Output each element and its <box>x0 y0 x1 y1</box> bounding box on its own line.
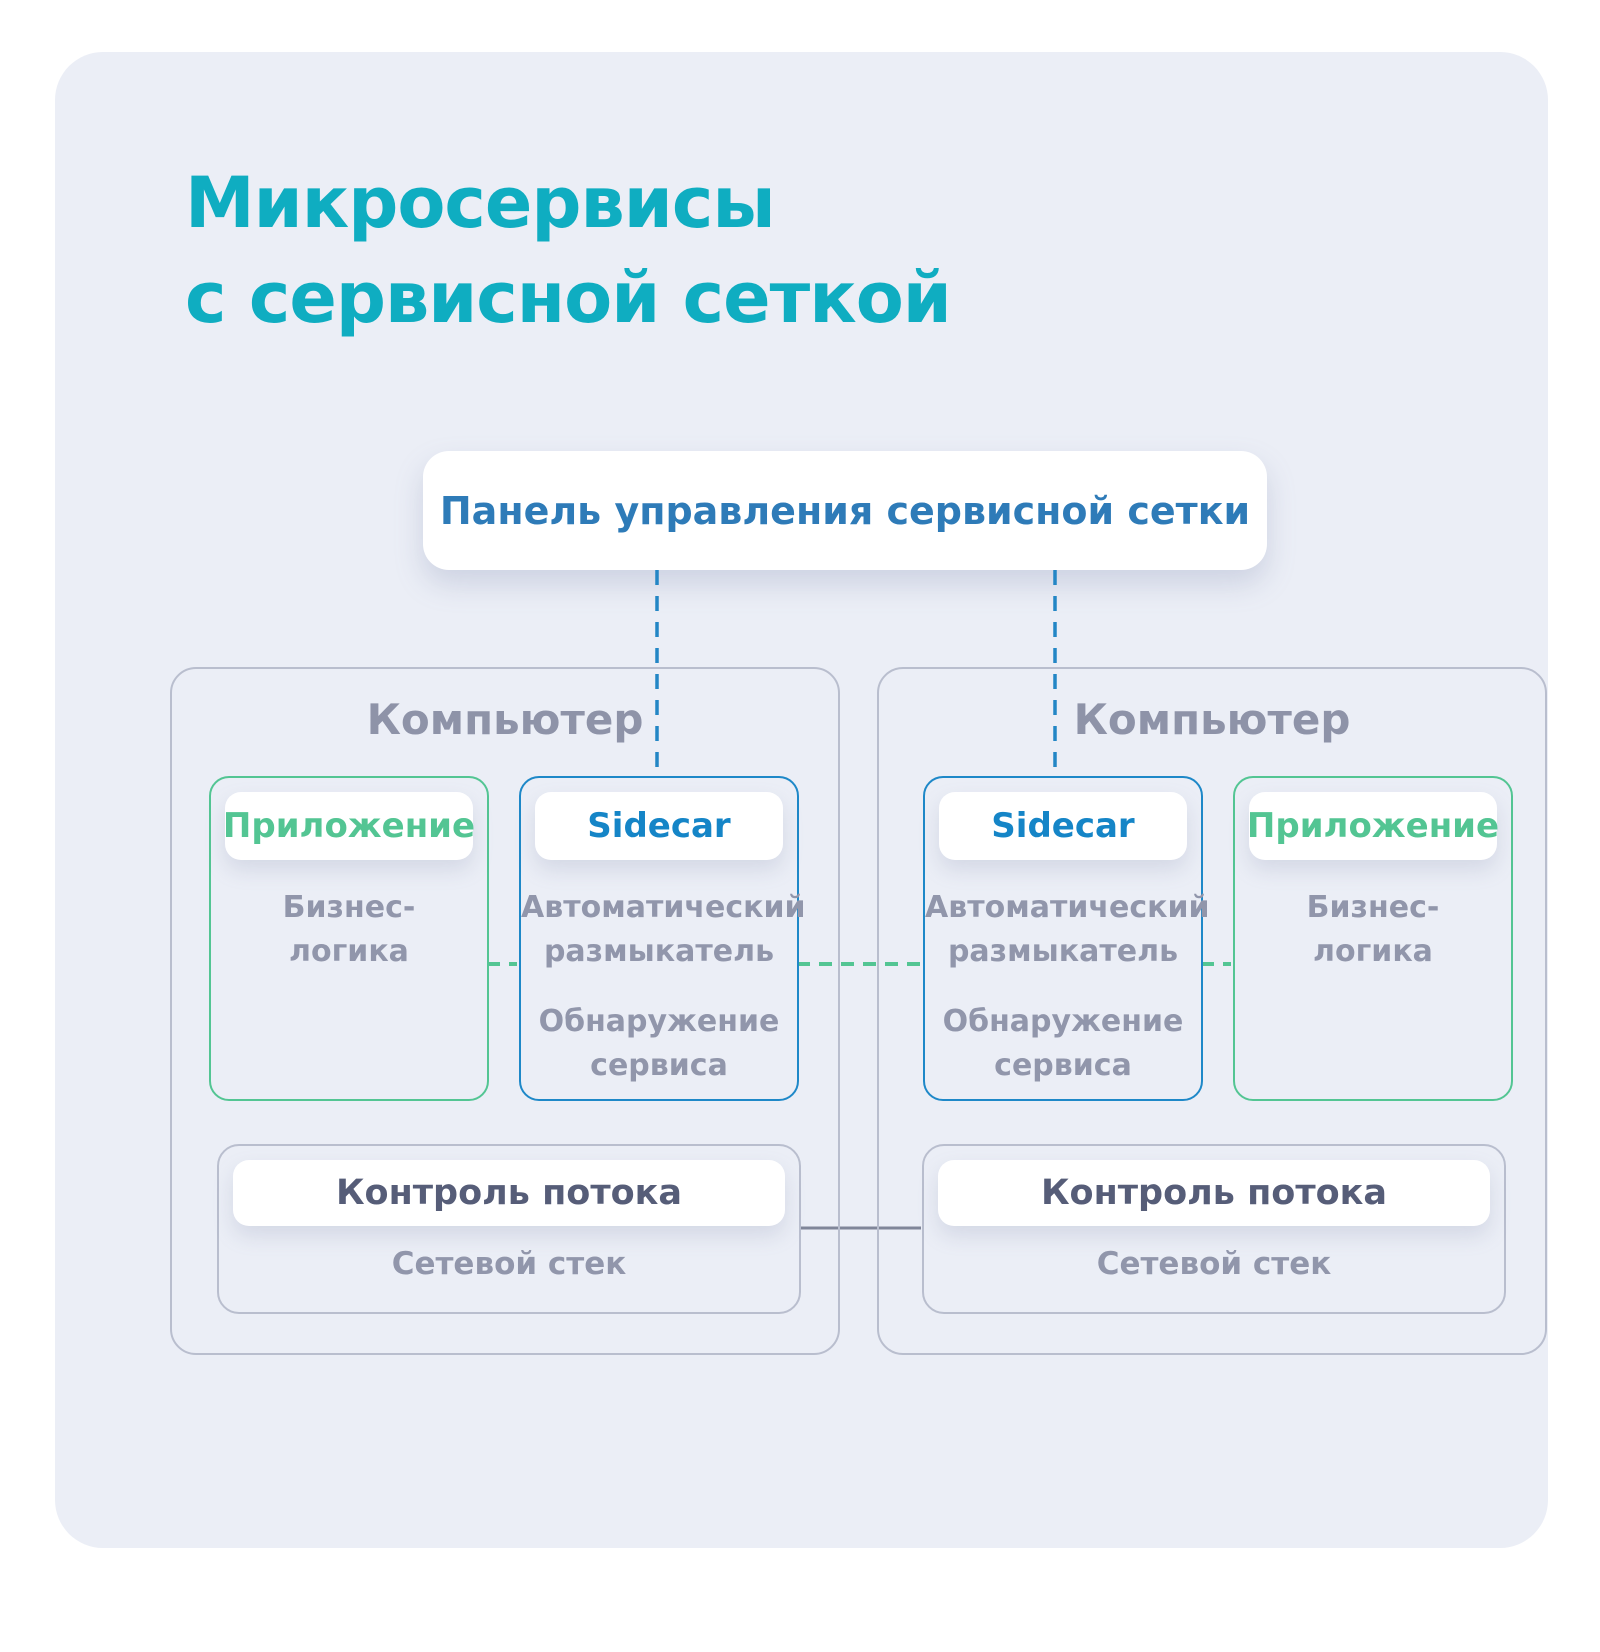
network-stack-label: Сетевой стек <box>391 1246 627 1282</box>
network-stack-box: Контроль потока Сетевой стек <box>217 1144 801 1314</box>
computer-box-left: Компьютер Приложение Бизнес- логика Side… <box>170 667 840 1355</box>
sidecar-feature: Автоматический размыкатель <box>925 890 1210 969</box>
application-box: Приложение Бизнес- логика <box>209 776 489 1101</box>
sidecar-box: Sidecar Автоматический размыкатель Обнар… <box>923 776 1210 1101</box>
infographic: Микросервисы с сервисной сеткой Панель у… <box>55 52 1548 1548</box>
sidecar-pill: Sidecar <box>535 792 783 860</box>
page-title: Микросервисы с сервисной сеткой <box>185 162 952 340</box>
sidecar-pill: Sidecar <box>939 792 1187 860</box>
control-panel-label: Панель управления сервисной сетки <box>439 488 1251 533</box>
computer-box-right: Компьютер Sidecar Автоматический размыка… <box>877 667 1547 1355</box>
network-stack-box: Контроль потока Сетевой стек <box>922 1144 1506 1314</box>
sidecar-feature: Обнаружение сервиса <box>538 1004 780 1083</box>
application-body: Бизнес- логика <box>1306 890 1440 969</box>
flow-control-pill: Контроль потока <box>233 1160 785 1226</box>
computer-label: Компьютер <box>366 695 644 744</box>
sidecar-feature: Автоматический размыкатель <box>521 890 806 969</box>
flow-control-pill: Контроль потока <box>938 1160 1490 1226</box>
application-box: Приложение Бизнес- логика <box>1233 776 1513 1101</box>
infographic-card: Микросервисы с сервисной сеткой Панель у… <box>55 52 1548 1548</box>
application-pill: Приложение <box>1247 792 1499 860</box>
sidecar-feature: Обнаружение сервиса <box>942 1004 1184 1083</box>
application-body: Бизнес- логика <box>282 890 416 969</box>
computer-label: Компьютер <box>1073 695 1351 744</box>
application-pill: Приложение <box>223 792 475 860</box>
control-panel-box: Панель управления сервисной сетки <box>423 451 1267 570</box>
sidecar-box: Sidecar Автоматический размыкатель Обнар… <box>519 776 806 1101</box>
network-stack-label: Сетевой стек <box>1096 1246 1332 1282</box>
